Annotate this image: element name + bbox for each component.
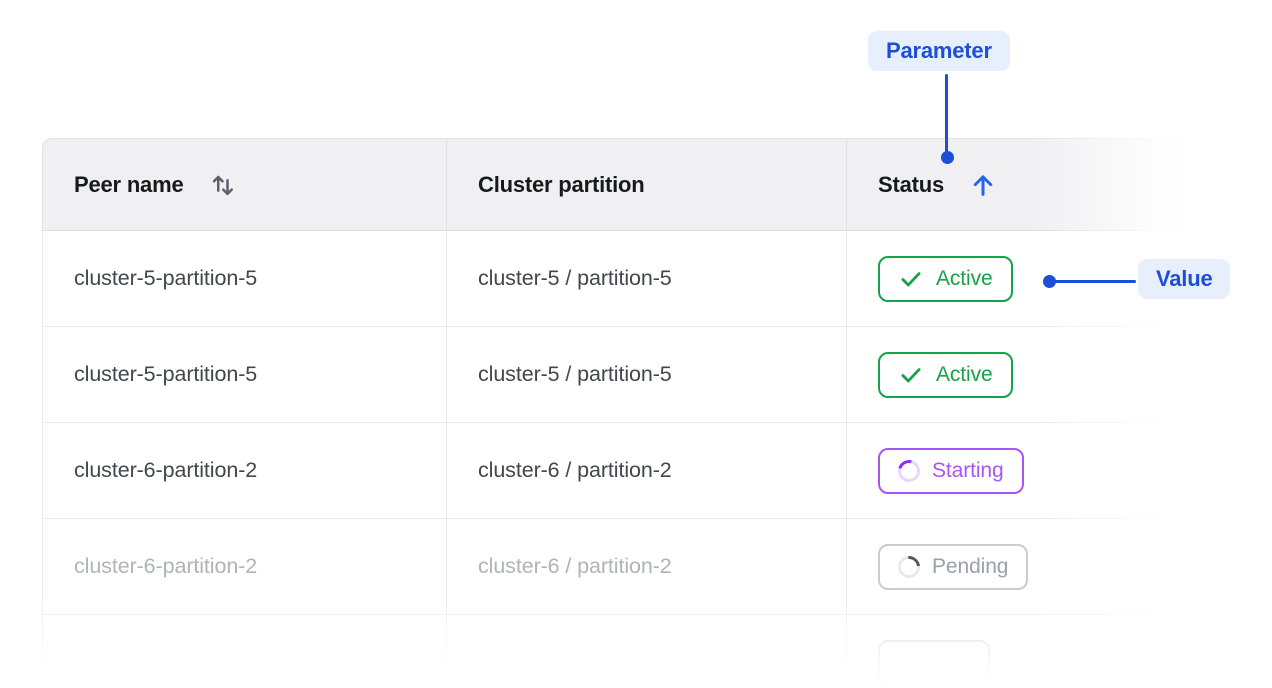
table-row[interactable] xyxy=(43,615,1190,688)
column-header-peer-name[interactable]: Peer name xyxy=(43,139,447,230)
spinner-icon xyxy=(893,551,925,582)
table-header-row: Peer name Cluster partition Status xyxy=(42,138,1190,231)
cluster-partition-cell xyxy=(447,615,847,688)
peer-name-cell xyxy=(43,615,447,688)
cluster-partition-cell: cluster-5 / partition-5 xyxy=(447,327,847,422)
column-header-cluster-partition: Cluster partition xyxy=(447,139,847,230)
status-badge-label: Pending xyxy=(932,554,1009,578)
status-cell: Active xyxy=(847,327,1191,422)
parameter-connector-line xyxy=(945,74,948,154)
peer-name-cell: cluster-5-partition-5 xyxy=(43,231,447,326)
parameter-connector-dot xyxy=(941,151,954,164)
spinner-icon xyxy=(893,455,925,486)
callout-value: Value xyxy=(1138,259,1231,299)
callout-parameter-label: Parameter xyxy=(886,38,992,63)
cluster-partition-cell: cluster-5 / partition-5 xyxy=(447,231,847,326)
status-badge: Starting xyxy=(878,447,1024,494)
status-cell: Active xyxy=(847,231,1191,326)
callout-parameter: Parameter xyxy=(868,31,1010,71)
check-icon xyxy=(898,362,924,388)
status-badge: Pending xyxy=(878,543,1029,590)
status-cell xyxy=(847,615,1191,688)
sort-both-icon[interactable] xyxy=(208,170,238,200)
peer-name-cell: cluster-6-partition-2 xyxy=(43,519,447,614)
peers-table: Peer name Cluster partition Status xyxy=(42,138,1190,688)
column-label-peer-name: Peer name xyxy=(74,171,184,197)
cluster-partition-cell: cluster-6 / partition-2 xyxy=(447,423,847,518)
peer-name-cell: cluster-5-partition-5 xyxy=(43,327,447,422)
status-cell: Starting xyxy=(847,423,1191,518)
peer-name-cell: cluster-6-partition-2 xyxy=(43,423,447,518)
status-cell: Pending xyxy=(847,519,1191,614)
status-badge-label: Active xyxy=(936,362,993,386)
status-badge xyxy=(878,639,990,686)
sort-ascending-icon[interactable] xyxy=(968,170,998,200)
column-label-cluster-partition: Cluster partition xyxy=(478,171,645,197)
column-label-status: Status xyxy=(878,171,945,197)
cluster-partition-cell: cluster-6 / partition-2 xyxy=(447,519,847,614)
value-connector-line xyxy=(1052,280,1136,283)
callout-value-label: Value xyxy=(1156,266,1213,291)
status-badge-label: Starting xyxy=(932,458,1004,482)
check-icon xyxy=(898,266,924,292)
status-badge: Active xyxy=(878,255,1013,302)
status-badge-label: Active xyxy=(936,266,993,290)
status-badge: Active xyxy=(878,351,1013,398)
column-header-status[interactable]: Status xyxy=(847,139,1191,230)
